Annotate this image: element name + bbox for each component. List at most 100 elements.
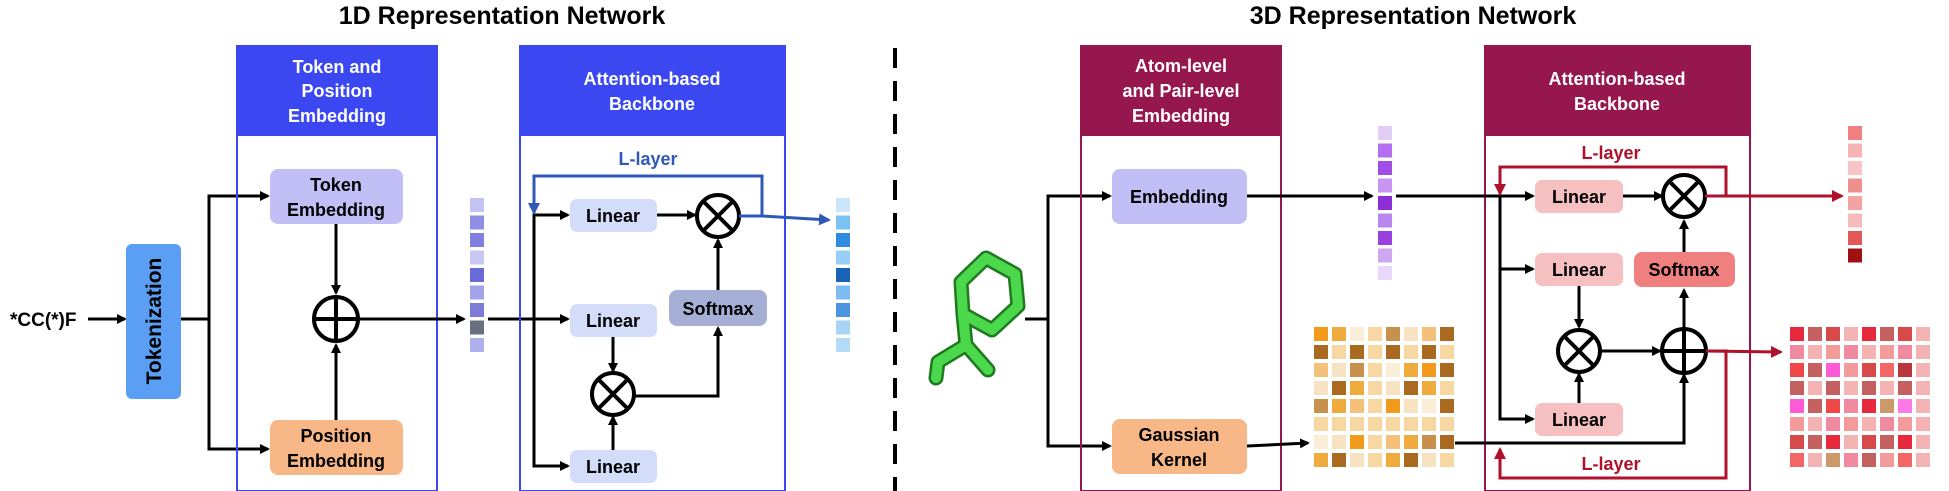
- pair-output-grid-cell: [1916, 453, 1930, 467]
- softmax-label-left: Softmax: [682, 299, 753, 319]
- left-title: 1D Representation Network: [339, 2, 666, 30]
- atom-embedding-vector-cell: [1378, 213, 1392, 228]
- pair-output-grid-cell: [1826, 381, 1840, 395]
- pair-embedding-grid-cell: [1440, 381, 1454, 395]
- pair-embedding-grid-cell: [1314, 399, 1328, 413]
- pair-embedding-grid-cell: [1404, 345, 1418, 359]
- arrow-to-linear-bottom: [532, 319, 570, 471]
- pair-embedding-grid-cell: [1368, 381, 1382, 395]
- pair-output-grid-cell: [1808, 327, 1822, 341]
- output-vector-left-cell: [836, 233, 850, 247]
- pair-output-grid-cell: [1916, 435, 1930, 449]
- linear-label-right-middle: Linear: [1552, 260, 1606, 280]
- atom-embedding-vector-cell: [1378, 266, 1392, 280]
- pair-output-grid-cell: [1808, 381, 1822, 395]
- pair-output-grid-cell: [1826, 327, 1840, 341]
- pair-output-grid-cell: [1898, 327, 1912, 341]
- embedding-panel-header: [237, 46, 437, 136]
- output-vector-left-cell: [836, 268, 850, 282]
- embedding-vector-cell: [470, 338, 484, 352]
- pair-output-grid-cell: [1790, 453, 1804, 467]
- linear-box-right-middle: [1535, 253, 1623, 286]
- sum-operator-icon-right: [1660, 327, 1708, 375]
- atom-embedding-box: [1112, 169, 1247, 224]
- atom-panel-border: [1080, 45, 1282, 491]
- pair-embedding-grid-cell: [1332, 399, 1346, 413]
- pair-embedding-grid-cell: [1386, 363, 1400, 377]
- atom-pair-embedding-panel: Atom-level and Pair-level Embedding: [1080, 45, 1282, 491]
- linear-box-right-bottom: [1535, 403, 1623, 436]
- arrow-to-linear-bottom-right: [1498, 269, 1535, 424]
- pair-embedding-grid-cell: [1314, 345, 1328, 359]
- pair-embedding-grid-cell: [1422, 417, 1436, 431]
- pair-output-grid: [1790, 327, 1930, 467]
- embedding-panel-border: [236, 45, 438, 491]
- atom-output-vector-cell: [1848, 178, 1862, 193]
- pair-output-grid-cell: [1790, 345, 1804, 359]
- embedding-panel-title-line2: Position: [302, 81, 373, 101]
- pair-embedding-grid-cell: [1314, 453, 1328, 467]
- pair-output-grid-cell: [1826, 345, 1840, 359]
- pair-embedding-grid-cell: [1440, 327, 1454, 341]
- pair-output-grid-cell: [1898, 363, 1912, 377]
- backbone-panel-right: Attention-based Backbone: [1484, 45, 1751, 491]
- pair-output-grid-cell: [1916, 363, 1930, 377]
- atom-output-vector-cell: [1848, 248, 1862, 263]
- pair-output-grid-cell: [1826, 417, 1840, 431]
- output-vector-left-cell: [836, 338, 850, 352]
- pair-output-grid-cell: [1826, 399, 1840, 413]
- pair-output-grid-cell: [1844, 435, 1858, 449]
- pair-embedding-grid-cell: [1368, 345, 1382, 359]
- softmax-box-right: [1634, 252, 1735, 287]
- backbone-panel-right-border: [1484, 45, 1751, 491]
- pair-output-grid-cell: [1880, 417, 1894, 431]
- pair-output-grid-cell: [1862, 345, 1876, 359]
- token-embedding-label-line1: Token: [310, 175, 362, 195]
- output-vector-left-cell: [836, 215, 850, 230]
- pair-output-grid-cell: [1790, 327, 1804, 341]
- pair-embedding-grid-cell: [1422, 345, 1436, 359]
- pair-embedding-grid-cell: [1350, 363, 1364, 377]
- embedding-vector-cell: [470, 285, 484, 300]
- gaussian-kernel-label-line1: Gaussian: [1138, 425, 1219, 445]
- pair-output-grid-cell: [1844, 453, 1858, 467]
- pair-output-grid-cell: [1808, 453, 1822, 467]
- pair-embedding-grid-cell: [1314, 381, 1328, 395]
- pair-embedding-grid-cell: [1440, 417, 1454, 431]
- pair-embedding-grid-cell: [1386, 345, 1400, 359]
- atom-output-vector: [1848, 126, 1862, 263]
- linear-box-middle: [570, 304, 657, 337]
- pair-output-grid-cell: [1844, 363, 1858, 377]
- pair-embedding-grid-cell: [1368, 327, 1382, 341]
- pair-embedding-grid-cell: [1350, 417, 1364, 431]
- atom-embedding-vector-cell: [1378, 126, 1392, 140]
- pair-embedding-grid-cell: [1368, 417, 1382, 431]
- l-layer-label-left: L-layer: [618, 149, 677, 169]
- pair-embedding-grid-cell: [1332, 453, 1346, 467]
- pair-output-grid-cell: [1808, 399, 1822, 413]
- softmax-label-right: Softmax: [1648, 260, 1719, 280]
- arrow-to-position-embedding: [207, 319, 270, 454]
- pair-embedding-grid-cell: [1350, 327, 1364, 341]
- token-embedding-box: [270, 169, 403, 224]
- pair-embedding-grid-cell: [1386, 435, 1400, 449]
- pair-embedding-grid-cell: [1404, 327, 1418, 341]
- sum-operator-icon: [312, 295, 360, 343]
- pair-embedding-grid-cell: [1440, 399, 1454, 413]
- pair-output-grid-cell: [1880, 381, 1894, 395]
- embedding-vector-cell: [470, 303, 484, 317]
- pair-output-grid-cell: [1844, 381, 1858, 395]
- pair-output-grid-cell: [1844, 417, 1858, 431]
- pair-output-grid-cell: [1808, 417, 1822, 431]
- pair-output-grid-cell: [1826, 453, 1840, 467]
- arrow-to-linear-top: [532, 210, 570, 319]
- multiply-operator-icon-upper-left: [695, 193, 741, 239]
- pair-output-grid-cell: [1826, 435, 1840, 449]
- pair-embedding-grid-cell: [1440, 453, 1454, 467]
- pair-output-grid-cell: [1862, 417, 1876, 431]
- pair-embedding-grid-cell: [1332, 345, 1346, 359]
- backbone-panel-right-header: [1485, 46, 1750, 136]
- embedding-panel: Token and Position Embedding: [236, 45, 438, 491]
- right-title: 3D Representation Network: [1250, 2, 1577, 30]
- pair-embedding-grid-cell: [1440, 363, 1454, 377]
